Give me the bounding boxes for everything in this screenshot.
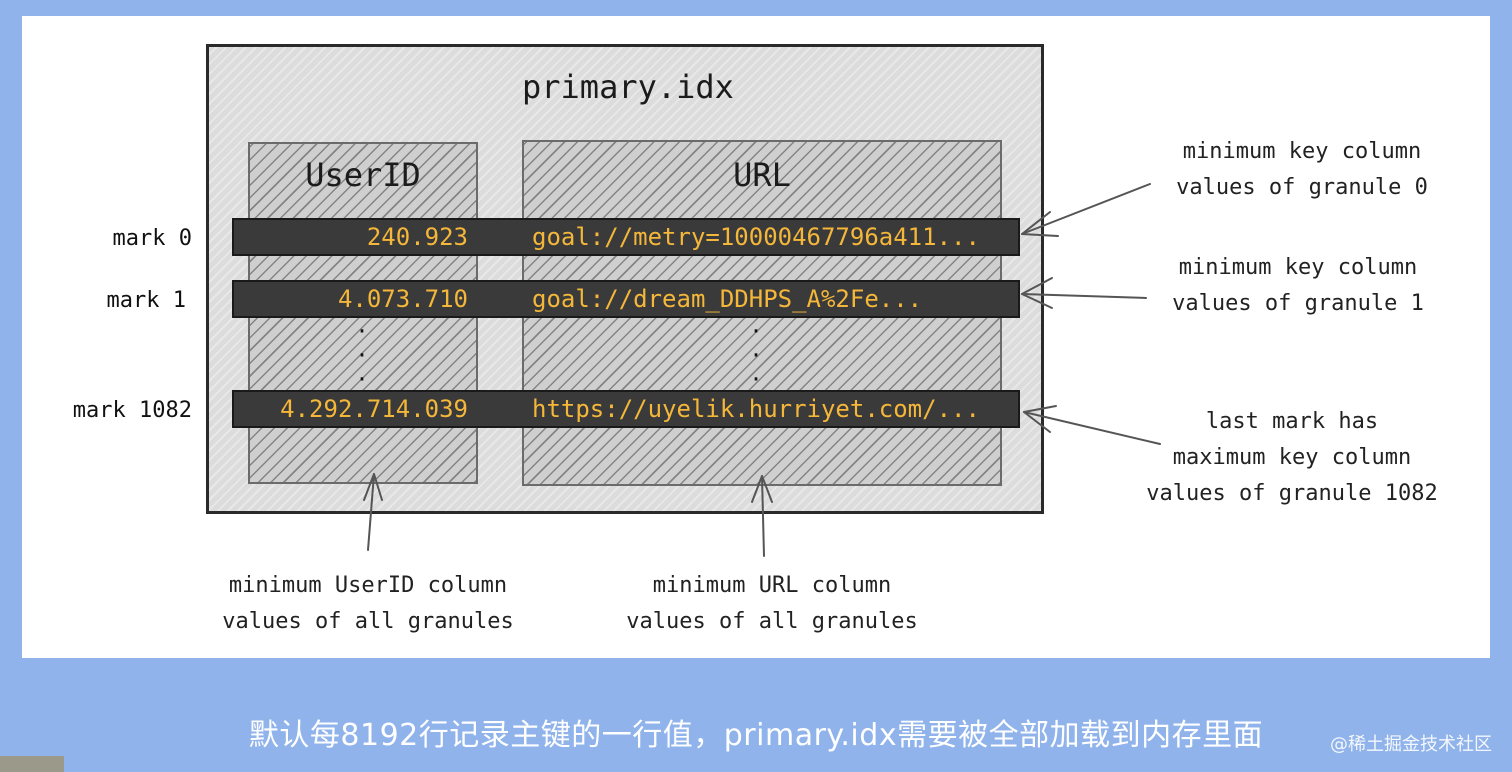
arrow-url-up [761,475,765,557]
mark-0-url: goal://metry=10000467796a411... [532,223,980,251]
userid-ellipsis: ··· [357,317,367,395]
mark-0-label: mark 0 [112,226,192,251]
mark-1-label: mark 1 [106,288,186,313]
mark-1-userid: 4.073.710 [337,285,468,313]
note-userid-min: minimum UserID column values of all gran… [222,573,514,634]
arrow-last-mark [1023,411,1161,445]
userid-column-title: UserID [305,156,421,194]
url-column-title: URL [733,156,791,194]
annotation-arrows [363,183,1161,557]
arrow-userid-up [367,473,375,551]
mark-1082-url: https://uyelik.hurriyet.com/... [532,395,980,423]
note-last-mark: last mark has maximum key column values … [1146,409,1438,506]
mark-1-url: goal://dream_DDHPS_A%2Fe... [532,285,923,313]
arrow-granule-1 [1021,293,1147,299]
mark-1082-userid: 4.292.714.039 [280,395,468,423]
slide-caption: 默认每8192行记录主键的一行值，primary.idx需要被全部加载到内存里面 [248,718,1264,753]
mark-1082-row [232,390,1020,428]
note-url-min: minimum URL column values of all granule… [626,573,918,634]
note-granule-0: minimum key column values of granule 0 [1176,139,1428,200]
mark-0-userid: 240.923 [366,223,468,251]
mark-1082-label: mark 1082 [72,398,192,423]
mark-0-row [232,218,1020,256]
mark-1-row [232,280,1020,318]
note-granule-1: minimum key column values of granule 1 [1172,255,1424,316]
brand-watermark: @稀土掘金技术社区 [1330,734,1492,755]
arrow-granule-0 [1021,183,1151,235]
url-ellipsis: ··· [751,317,761,395]
corner-thumbnail [0,756,64,772]
primary-idx-title: primary.idx [522,68,734,106]
diagram-canvas: primary.idx UserID URL 240.923 goal://me… [22,16,1490,658]
